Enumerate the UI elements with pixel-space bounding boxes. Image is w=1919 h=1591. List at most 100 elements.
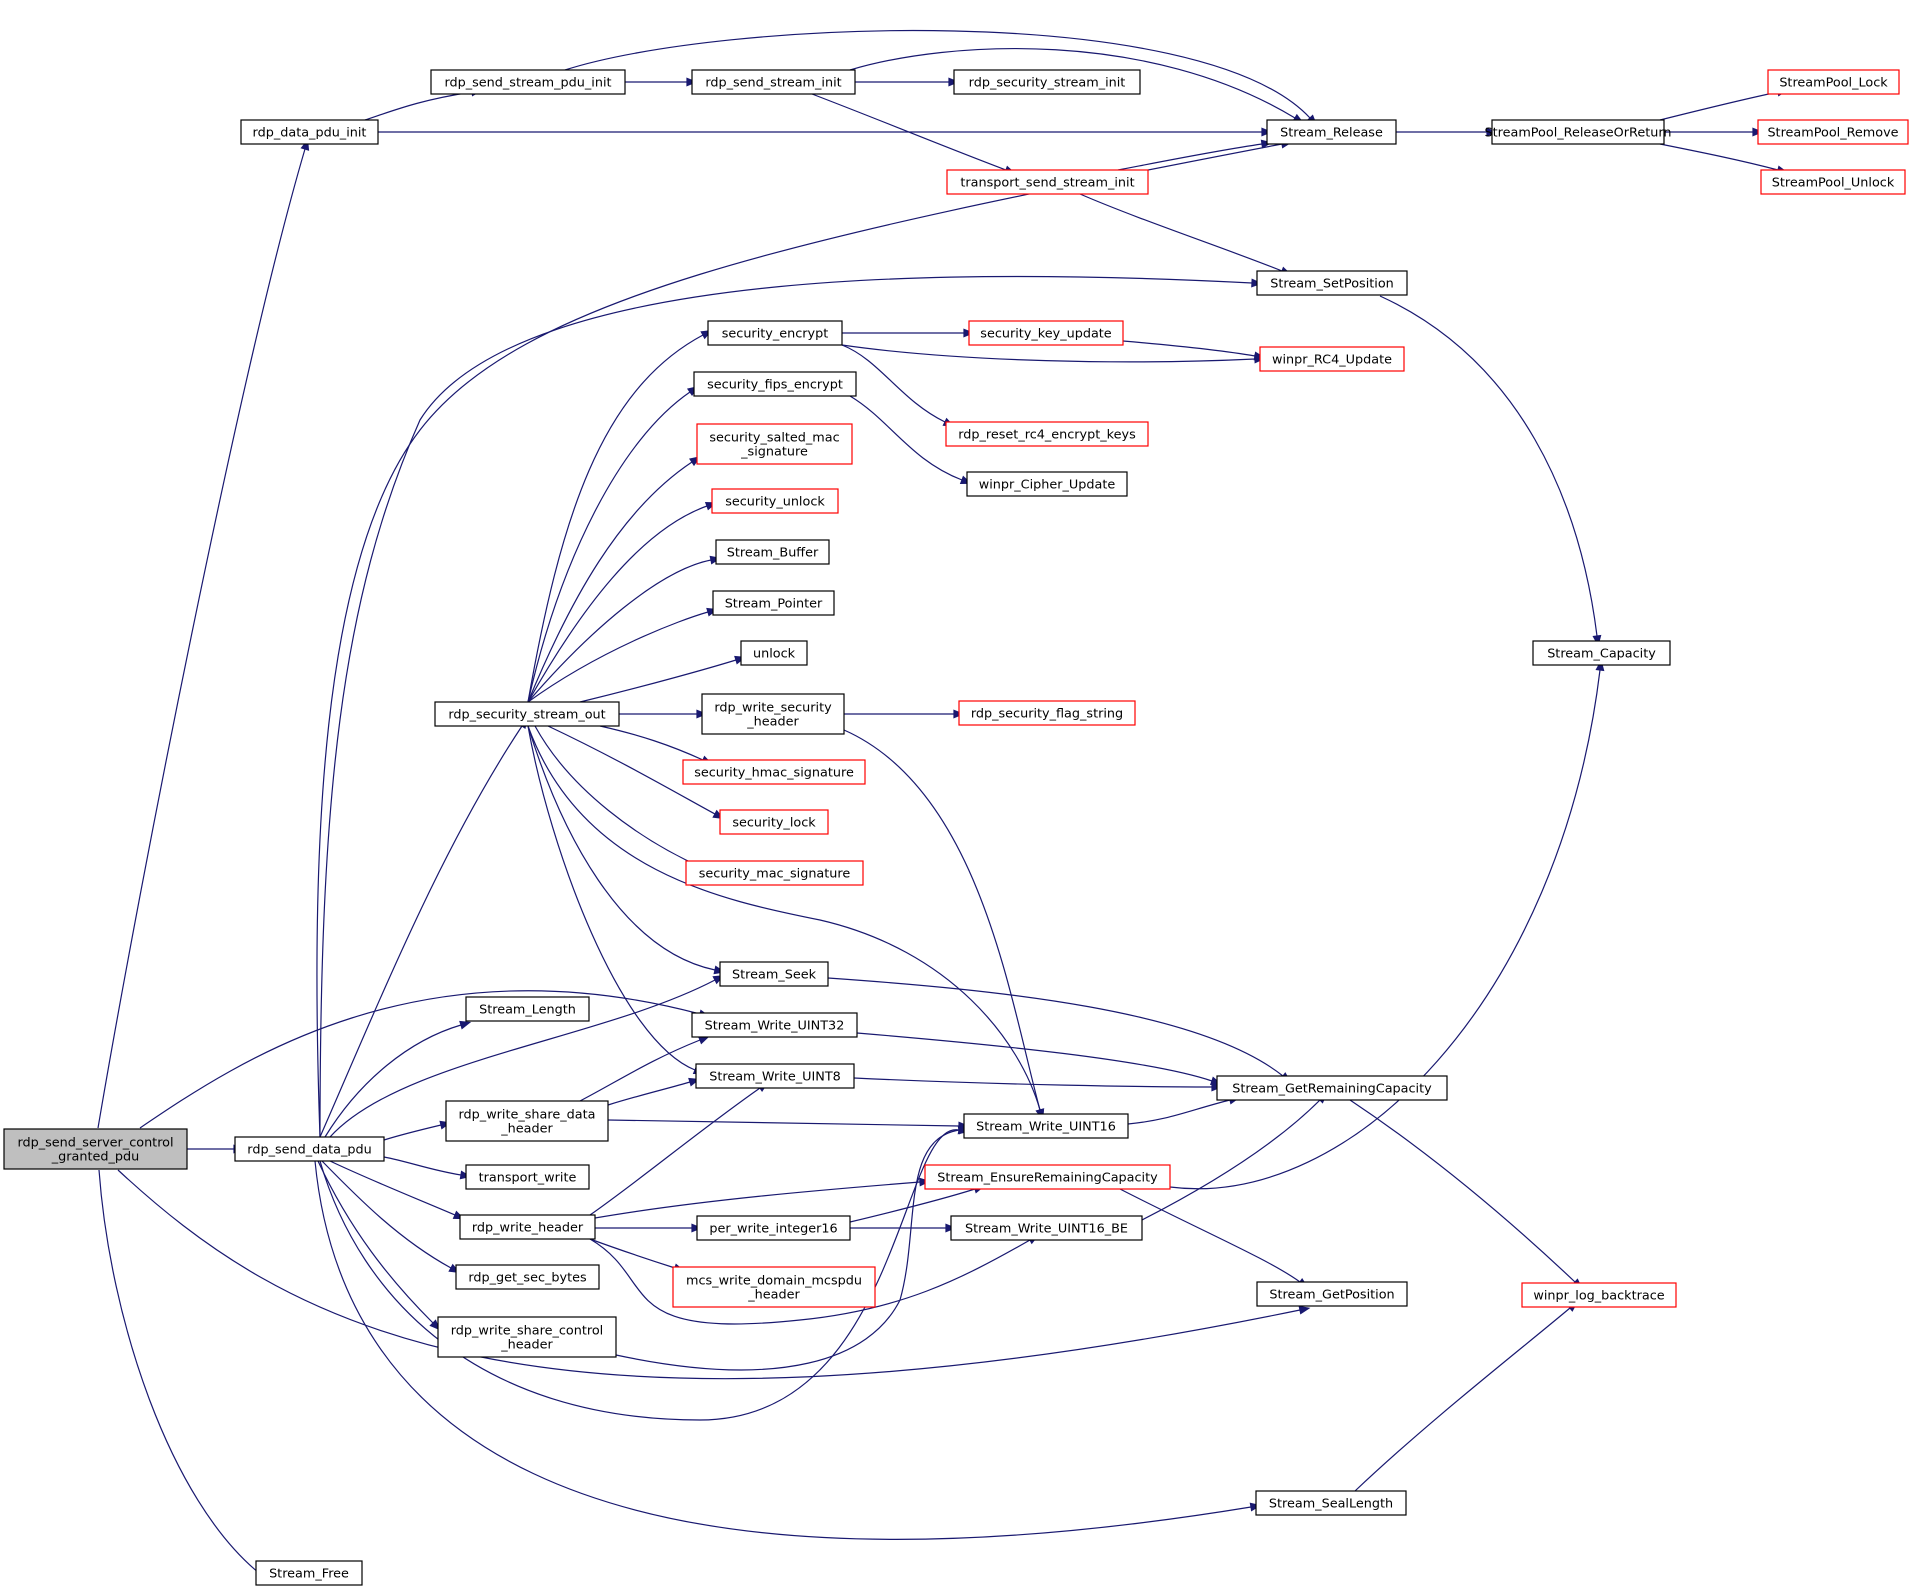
node-label: rdp_write_header <box>472 1221 584 1236</box>
node-label: Stream_Capacity <box>1547 647 1656 662</box>
node-box <box>240 119 379 145</box>
node-box <box>234 1136 385 1162</box>
node-mcs-header[interactable]: mcs_write_domain_mcspdu_header <box>672 1266 876 1308</box>
edge-pool_release-to-pool_unlock <box>1659 143 1789 175</box>
node-pool-lock[interactable]: StreamPool_Lock <box>1767 69 1900 95</box>
node-transport-send-stream-init[interactable]: transport_send_stream_init <box>946 169 1149 195</box>
node-pool-remove[interactable]: StreamPool_Remove <box>1757 119 1909 145</box>
edge-line <box>599 725 704 761</box>
node-box <box>682 759 866 785</box>
node-mac-signature[interactable]: security_mac_signature <box>685 860 864 886</box>
edge-line <box>527 611 709 703</box>
node-security-lock[interactable]: security_lock <box>719 809 829 835</box>
edge-line <box>321 1160 452 1269</box>
node-security-stream-out[interactable]: rdp_security_stream_out <box>434 701 620 727</box>
node-box <box>1216 1075 1448 1101</box>
edge-line <box>589 1087 761 1216</box>
node-box <box>1266 119 1397 145</box>
node-box <box>672 1266 876 1308</box>
node-log-backtrace[interactable]: winpr_log_backtrace <box>1521 1282 1677 1308</box>
node-stream-capacity[interactable]: Stream_Capacity <box>1532 640 1671 666</box>
edge-security_key_update-to-rc4_update <box>1122 340 1266 361</box>
node-data-pdu-init[interactable]: rdp_data_pdu_init <box>240 119 379 145</box>
node-salted-mac[interactable]: security_salted_mac_signature <box>696 423 853 465</box>
edge-per_write_integer16-to-write_uint16_be <box>850 1223 957 1233</box>
node-label: Stream_SealLength <box>1269 1497 1393 1512</box>
node-per-write-integer16[interactable]: per_write_integer16 <box>696 1215 851 1241</box>
node-write-uint16-be[interactable]: Stream_Write_UINT16_BE <box>950 1215 1143 1241</box>
node-rc4-update[interactable]: winpr_RC4_Update <box>1259 346 1405 372</box>
node-transport-write[interactable]: transport_write <box>465 1164 590 1190</box>
edge-line <box>139 990 701 1129</box>
edge-line <box>615 1129 960 1371</box>
edge-send_stream_pdu_init-to-stream_release <box>564 29 1318 126</box>
node-stream-pointer[interactable]: Stream_Pointer <box>712 590 835 616</box>
node-stream-seallength[interactable]: Stream_SealLength <box>1255 1490 1407 1516</box>
node-box <box>715 539 830 565</box>
node-label: StreamPool_ReleaseOrReturn <box>1485 126 1672 141</box>
node-label: rdp_reset_rc4_encrypt_keys <box>958 428 1136 443</box>
edge-share_data_header-to-write_uint8 <box>607 1077 701 1106</box>
edge-line <box>579 659 737 703</box>
node-send-stream-init[interactable]: rdp_send_stream_init <box>691 69 856 95</box>
edge-line <box>1349 1099 1576 1283</box>
node-ensure-capacity[interactable]: Stream_EnsureRemainingCapacity <box>924 1164 1171 1190</box>
node-security-key-update[interactable]: security_key_update <box>968 320 1124 346</box>
node-box <box>430 69 626 95</box>
node-label: security_encrypt <box>722 327 829 342</box>
edge-send_data_pdu-to-stream_release <box>316 139 1293 1138</box>
node-share-data-header[interactable]: rdp_write_share_data_header <box>445 1100 609 1142</box>
node-security-flag-string[interactable]: rdp_security_flag_string <box>958 700 1136 726</box>
node-hmac-signature[interactable]: security_hmac_signature <box>682 759 866 785</box>
node-label: security_fips_encrypt <box>707 378 843 393</box>
edge-line <box>1354 1307 1571 1492</box>
node-unlock[interactable]: unlock <box>740 640 808 666</box>
node-box <box>1532 640 1671 666</box>
node-stream-buffer[interactable]: Stream_Buffer <box>715 539 830 565</box>
node-box <box>3 1128 188 1170</box>
node-send-data-pdu[interactable]: rdp_send_data_pdu <box>234 1136 385 1162</box>
edge-send_data_pdu-to-sec_bytes <box>321 1160 461 1274</box>
node-sec-bytes[interactable]: rdp_get_sec_bytes <box>455 1264 600 1290</box>
edge-line <box>324 1024 462 1138</box>
edge-line <box>1122 340 1256 357</box>
node-stream-setposition[interactable]: Stream_SetPosition <box>1256 270 1408 296</box>
arrow-head <box>459 1020 472 1030</box>
edge-line <box>527 725 716 971</box>
edge-write_uint16_be-to-remaining_capacity <box>1141 1092 1328 1221</box>
node-share-control-header[interactable]: rdp_write_share_control_header <box>437 1316 617 1358</box>
node-label: security_hmac_signature <box>694 766 854 781</box>
node-remaining-capacity[interactable]: Stream_GetRemainingCapacity <box>1216 1075 1448 1101</box>
edge-write_header-to-mcs_header <box>589 1238 686 1273</box>
edge-line <box>314 1160 1252 1540</box>
node-stream-free[interactable]: Stream_Free <box>255 1560 363 1586</box>
node-stream-seek[interactable]: Stream_Seek <box>719 961 829 987</box>
node-label: Stream_GetPosition <box>1269 1288 1394 1303</box>
node-security-unlock[interactable]: security_unlock <box>711 488 839 514</box>
node-write-security-header[interactable]: rdp_write_security_header <box>701 693 845 735</box>
node-label: Stream_Write_UINT16_BE <box>965 1222 1128 1237</box>
node-security-stream-init[interactable]: rdp_security_stream_init <box>953 69 1141 95</box>
node-pool-release[interactable]: StreamPool_ReleaseOrReturn <box>1485 119 1672 145</box>
node-box <box>455 1264 600 1290</box>
node-write-header[interactable]: rdp_write_header <box>459 1214 596 1240</box>
node-root[interactable]: rdp_send_server_control_granted_pdu <box>3 1128 188 1170</box>
node-security-encrypt[interactable]: security_encrypt <box>707 320 843 346</box>
node-cipher-update[interactable]: winpr_Cipher_Update <box>966 471 1128 497</box>
node-stream-release[interactable]: Stream_Release <box>1266 119 1397 145</box>
node-label: Stream_Seek <box>732 968 817 983</box>
edge-write_header-to-per_write_integer16 <box>595 1223 703 1233</box>
edge-line <box>607 1119 960 1127</box>
node-stream-length[interactable]: Stream_Length <box>465 996 590 1022</box>
node-send-stream-pdu-init[interactable]: rdp_send_stream_pdu_init <box>430 69 626 95</box>
node-write-uint16[interactable]: Stream_Write_UINT16 <box>963 1113 1129 1139</box>
node-stream-getposition[interactable]: Stream_GetPosition <box>1256 1281 1408 1307</box>
node-write-uint32[interactable]: Stream_Write_UINT32 <box>691 1012 858 1038</box>
node-write-uint8[interactable]: Stream_Write_UINT8 <box>695 1063 855 1089</box>
edge-root-to-data_pdu_init <box>97 138 310 1129</box>
node-pool-unlock[interactable]: StreamPool_Unlock <box>1760 169 1906 195</box>
edge-security_stream_out-to-write_security_header <box>619 709 708 719</box>
node-reset-rc4[interactable]: rdp_reset_rc4_encrypt_keys <box>945 421 1149 447</box>
edge-send_data_pdu-to-stream_length <box>324 1020 472 1138</box>
node-fips-encrypt[interactable]: security_fips_encrypt <box>693 371 857 397</box>
